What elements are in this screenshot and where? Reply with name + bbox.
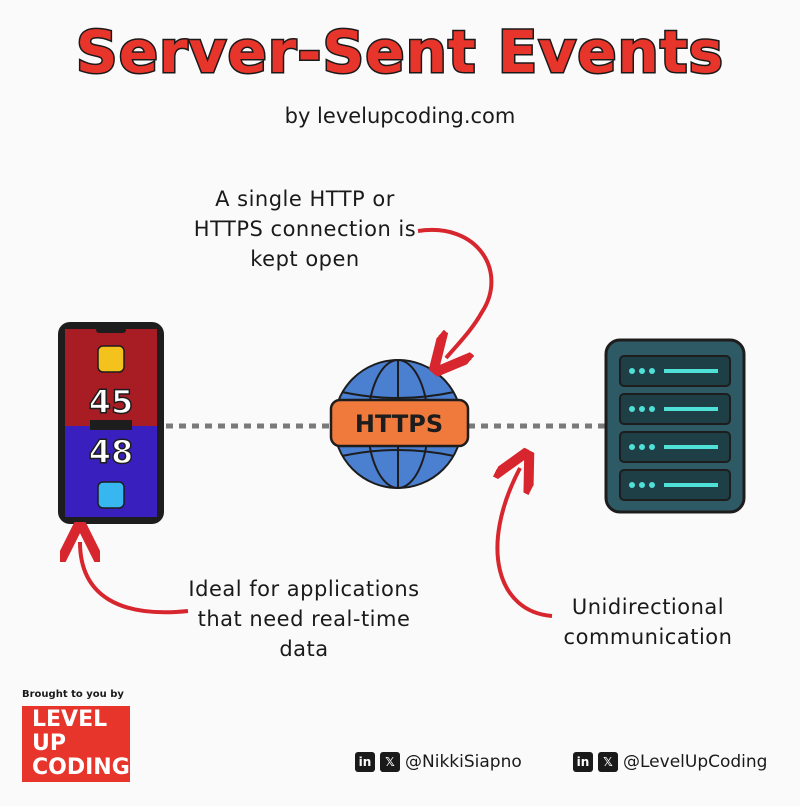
- subtitle: by levelupcoding.com: [284, 104, 516, 128]
- note-realtime: Ideal for applications that need real-ti…: [188, 577, 420, 661]
- logo-line-2: CODING: [32, 755, 130, 780]
- x-icon: 𝕏: [598, 752, 618, 772]
- linkedin-icon: in: [573, 752, 593, 772]
- logo-line-1: LEVEL UP: [32, 707, 108, 756]
- note-direction: Unidirectional communication: [563, 595, 733, 649]
- page-title: Server-Sent Events: [74, 17, 725, 88]
- https-badge: [329, 398, 470, 448]
- arrow-to-https: [417, 227, 494, 358]
- social-handle-levelup[interactable]: in 𝕏 @LevelUpCoding: [573, 752, 767, 772]
- arrow-to-phone: [80, 542, 189, 615]
- brought-to-you-label: Brought to you by: [22, 689, 124, 700]
- arrow-to-https-right: [497, 468, 553, 618]
- x-icon: 𝕏: [380, 752, 400, 772]
- handle-nikki: @NikkiSiapno: [405, 752, 522, 772]
- level-up-coding-logo: LEVEL UP CODING: [22, 706, 130, 782]
- score-top: 45: [89, 383, 134, 421]
- server-icon: [604, 338, 746, 514]
- score-bottom: 48: [89, 433, 134, 471]
- handle-levelup: @LevelUpCoding: [623, 752, 768, 772]
- note-connection: A single HTTP or HTTPS connection is kep…: [193, 187, 417, 271]
- linkedin-icon: in: [355, 752, 375, 772]
- phone-icon: [58, 322, 164, 524]
- social-handle-nikki[interactable]: in 𝕏 @NikkiSiapno: [355, 752, 522, 772]
- https-label: HTTPS: [355, 410, 443, 438]
